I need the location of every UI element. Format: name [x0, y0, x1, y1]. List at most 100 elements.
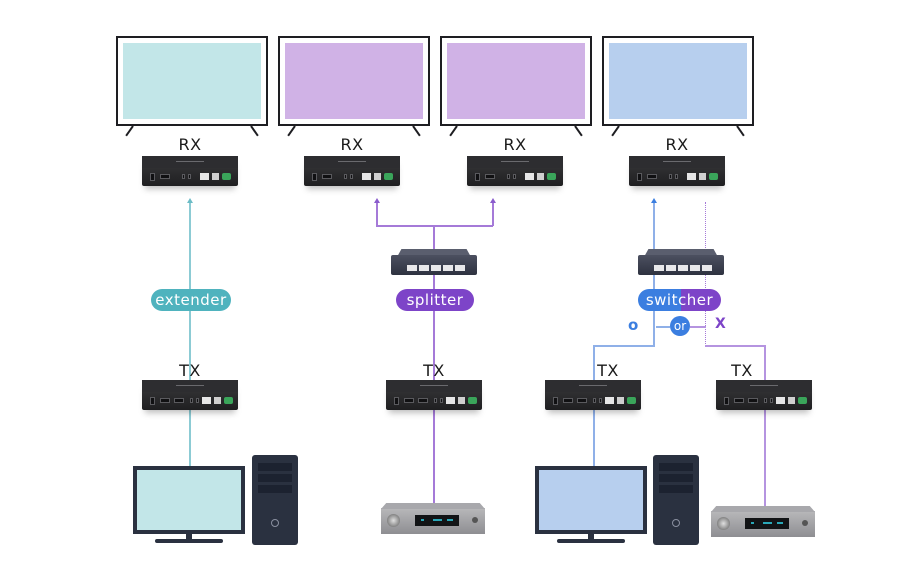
usb-port [537, 173, 544, 180]
box-top [304, 156, 400, 168]
tv-leg [574, 125, 583, 137]
tx-transmitter-box [142, 380, 238, 410]
extender-connection-line [189, 202, 191, 466]
hdmi-port [418, 398, 428, 403]
computer-tower [252, 455, 298, 545]
splitter-branch-left [376, 202, 378, 226]
box-top [545, 380, 641, 392]
splitter-branch-right [492, 202, 494, 226]
tx-transmitter-box [545, 380, 641, 410]
audio-port [434, 398, 437, 403]
hdmi-port [404, 398, 414, 403]
usb-port [214, 397, 221, 404]
audio-port [593, 398, 596, 403]
arrow-up-icon [374, 198, 380, 203]
tv-leg [611, 125, 620, 137]
tv-leg [250, 125, 259, 137]
power-port [150, 397, 155, 405]
tv-screen [447, 43, 585, 119]
tx-label: TX [731, 361, 753, 380]
tv-leg [125, 125, 134, 137]
brand-logo [176, 161, 204, 162]
rx-label: RX [340, 135, 364, 154]
brand-logo [501, 161, 529, 162]
hdmi-port [485, 174, 495, 179]
box-top [142, 156, 238, 168]
brand-logo [338, 161, 366, 162]
ir-port [350, 174, 353, 179]
tv-4 [602, 36, 754, 137]
power-port [475, 173, 480, 181]
ethernet-port [202, 397, 211, 404]
hdmi-port [174, 398, 184, 403]
usb-port [458, 397, 465, 404]
tv-leg [287, 125, 296, 137]
monitor-base [557, 539, 625, 543]
rx-label: RX [665, 135, 689, 154]
audio-port [764, 398, 767, 403]
ethernet-port [362, 173, 371, 180]
ethernet-port [687, 173, 696, 180]
tx-transmitter-box [716, 380, 812, 410]
ethernet-port [776, 397, 785, 404]
tv-leg [736, 125, 745, 137]
tv-leg [449, 125, 458, 137]
ir-port [513, 174, 516, 179]
option-off-label: X [715, 316, 726, 332]
av-receiver [381, 503, 485, 534]
computer-monitor [535, 466, 647, 534]
extender-badge: extender [151, 289, 231, 311]
power-port [312, 173, 317, 181]
rs232-terminal [468, 397, 477, 404]
hdmi-port [563, 398, 573, 403]
tx-label: TX [597, 361, 619, 380]
tv-3 [440, 36, 592, 137]
splitter-branch-horizontal [376, 225, 493, 227]
tv-screen [123, 43, 261, 119]
network-switch-splitter [391, 249, 477, 275]
box-top [142, 380, 238, 392]
usb-port [212, 173, 219, 180]
arrow-up-icon [490, 198, 496, 203]
brand-logo [176, 385, 204, 386]
hdmi-port [160, 174, 170, 179]
ir-port [440, 398, 443, 403]
ir-port [675, 174, 678, 179]
tv-1 [116, 36, 268, 137]
brand-logo [420, 385, 448, 386]
audio-port [182, 174, 185, 179]
splitter-badge: splitter [396, 289, 474, 311]
arrow-up-icon [187, 198, 193, 203]
rx-label: RX [503, 135, 527, 154]
monitor-stand [186, 534, 192, 540]
box-top [386, 380, 482, 392]
switcher-badge: switcher [638, 289, 721, 311]
power-port [724, 397, 729, 405]
rx-receiver-box [142, 156, 238, 186]
switcher-label-part-1: swit [645, 291, 678, 309]
ethernet-port [525, 173, 534, 180]
hdmi-port [647, 174, 657, 179]
switcher-left-horizontal [593, 345, 655, 347]
splitter-trunk-line [433, 225, 435, 507]
rs232-terminal [627, 397, 636, 404]
computer-tower [653, 455, 699, 545]
brand-logo [579, 385, 607, 386]
hdmi-port [322, 174, 332, 179]
brand-logo [750, 385, 778, 386]
monitor-stand [588, 534, 594, 540]
switcher-right-horizontal [705, 345, 765, 347]
or-connector-right [690, 326, 706, 328]
arrow-up-icon [651, 198, 657, 203]
ethernet-port [446, 397, 455, 404]
or-circle: or [670, 316, 690, 336]
box-top [467, 156, 563, 168]
tv-leg [412, 125, 421, 137]
tx-label: TX [423, 361, 445, 380]
rs232-terminal [222, 173, 231, 180]
tv-screen [609, 43, 747, 119]
usb-port [699, 173, 706, 180]
switcher-label-part-2: cher [677, 291, 714, 309]
box-top [629, 156, 725, 168]
usb-port [374, 173, 381, 180]
